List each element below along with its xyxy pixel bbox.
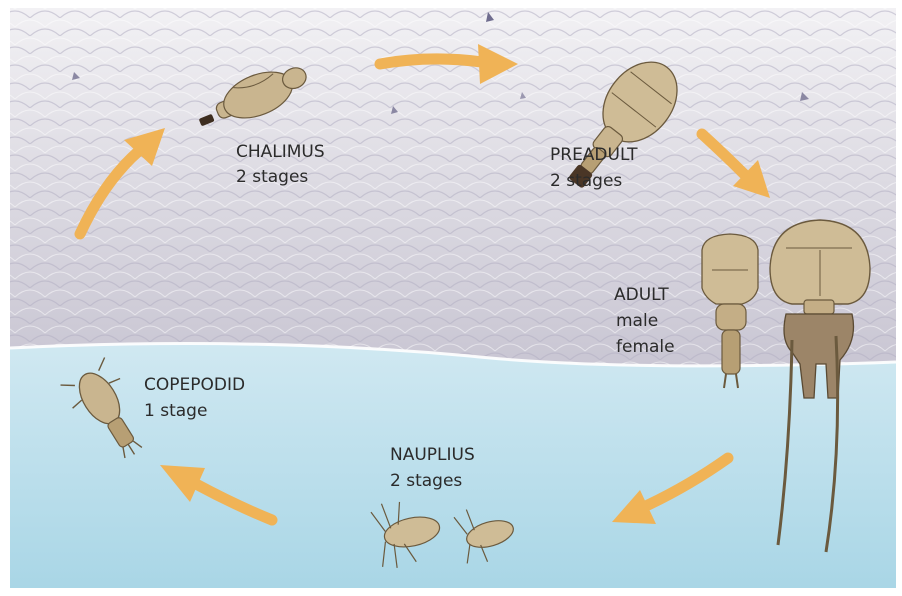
chalimus-name: CHALIMUS bbox=[236, 142, 325, 162]
copepodid-count: 1 stage bbox=[144, 401, 207, 421]
preadult-name: PREADULT bbox=[550, 145, 638, 165]
nauplius-name: NAUPLIUS bbox=[390, 445, 475, 465]
copepodid-name: COPEPODID bbox=[144, 375, 245, 395]
adult-male: male bbox=[616, 311, 658, 331]
adult-female: female bbox=[616, 337, 675, 357]
preadult-count: 2 stages bbox=[550, 171, 622, 191]
nauplius-count: 2 stages bbox=[390, 471, 462, 491]
adult-name: ADULT bbox=[614, 285, 669, 305]
chalimus-count: 2 stages bbox=[236, 167, 308, 187]
